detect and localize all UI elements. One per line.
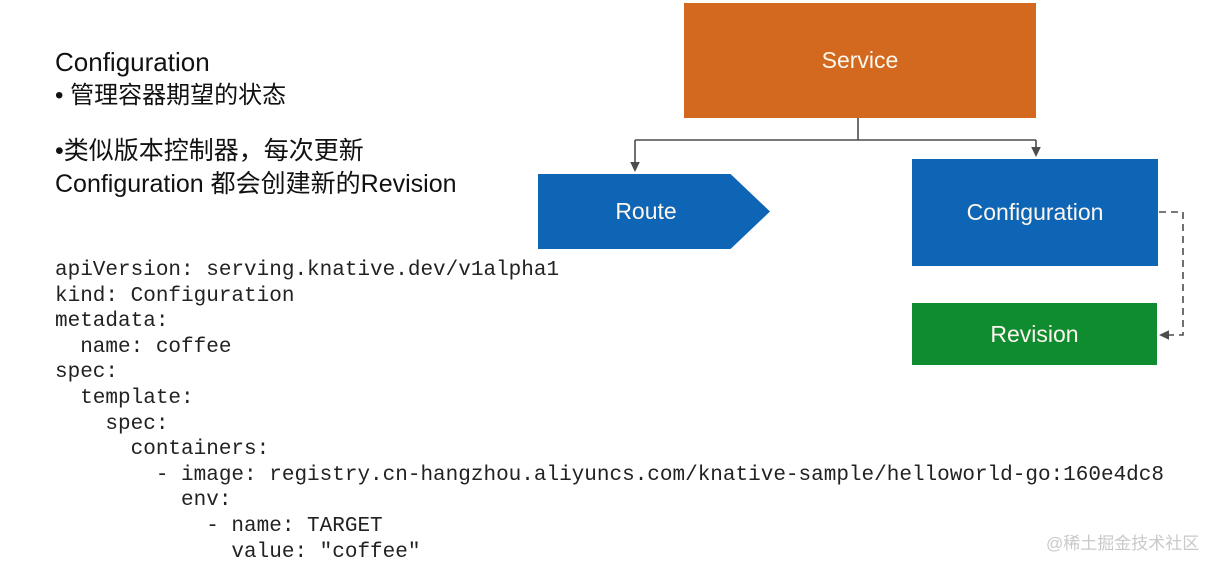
bullet-version-control-line2: Configuration 都会创建新的Revision: [55, 170, 457, 198]
arrowhead-to-configuration: [1031, 147, 1041, 157]
page-title: Configuration: [55, 47, 210, 77]
code-line: metadata:: [55, 310, 169, 334]
code-line: value: "coffee": [55, 540, 421, 564]
yaml-code-block: apiVersion: serving.knative.dev/v1alpha1…: [55, 258, 1164, 565]
node-service: Service: [684, 3, 1036, 118]
code-line: spec:: [55, 412, 169, 436]
node-route-label: Route: [615, 198, 677, 224]
node-revision: Revision: [912, 303, 1157, 365]
bullet-manage-state: • 管理容器期望的状态: [55, 82, 287, 109]
node-configuration-label: Configuration: [966, 199, 1104, 225]
bullet-version-control-line1: •类似版本控制器，每次更新: [55, 137, 364, 165]
node-configuration: Configuration: [912, 159, 1158, 266]
code-line: spec:: [55, 361, 119, 385]
node-revision-label: Revision: [990, 320, 1079, 347]
code-line: env:: [55, 489, 232, 513]
arrowhead-to-route: [630, 162, 640, 172]
code-line: - image: registry.cn-hangzhou.aliyuncs.c…: [55, 463, 1164, 487]
node-route: Route: [538, 174, 770, 249]
code-line: apiVersion: serving.knative.dev/v1alpha1: [55, 259, 560, 282]
node-service-label: Service: [821, 47, 899, 73]
code-line: name: coffee: [55, 335, 232, 359]
code-line: - name: TARGET: [55, 514, 383, 538]
code-line: template:: [55, 386, 194, 410]
bullet-version-control: •类似版本控制器，每次更新 Configuration 都会创建新的Revisi…: [55, 135, 457, 201]
watermark: @稀土掘金技术社区: [1046, 534, 1200, 553]
service-branch-lines: [634, 118, 1037, 165]
code-line: kind: Configuration: [55, 284, 295, 308]
code-line: containers:: [55, 438, 270, 462]
